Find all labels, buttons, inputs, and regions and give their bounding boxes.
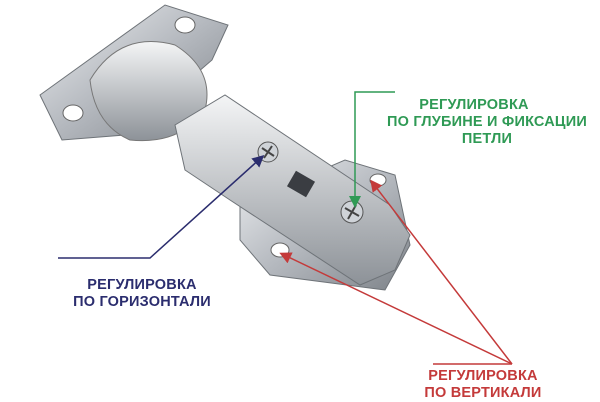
- cup-screw-hole: [62, 104, 84, 122]
- plate-screw-hole: [270, 242, 290, 258]
- vertical-label-line1: РЕГУЛИРОВКА: [428, 368, 538, 384]
- horizontal-label-line1: РЕГУЛИРОВКА: [87, 277, 197, 293]
- depth-leader-line: [349, 91, 395, 208]
- depth-label-line2: ПО ГЛУБИНЕ И ФИКСАЦИИ: [387, 114, 587, 130]
- cup-screw-hole: [174, 16, 196, 34]
- vertical-arrow-top: [370, 179, 513, 365]
- vertical-adjust-label: РЕГУЛИРОВКА ПО ВЕРТИКАЛИ: [418, 368, 548, 402]
- depth-label-line1: РЕГУЛИРОВКА: [419, 97, 529, 113]
- arm-slot: [286, 170, 316, 198]
- vertical-arrow-bottom: [279, 252, 513, 365]
- horizontal-leader-line: [58, 154, 265, 259]
- depth-label-line3: ПЕТЛИ: [461, 131, 513, 147]
- plate-screw-hole: [369, 173, 387, 187]
- hinge-arm: [174, 94, 411, 286]
- vertical-label-line2: ПО ВЕРТИКАЛИ: [424, 385, 542, 401]
- depth-adjust-label: РЕГУЛИРОВКА ПО ГЛУБИНЕ И ФИКСАЦИИ ПЕТЛИ: [372, 97, 600, 148]
- horizontal-adjust-label: РЕГУЛИРОВКА ПО ГОРИЗОНТАЛИ: [62, 277, 222, 311]
- horizontal-label-line2: ПО ГОРИЗОНТАЛИ: [73, 294, 211, 310]
